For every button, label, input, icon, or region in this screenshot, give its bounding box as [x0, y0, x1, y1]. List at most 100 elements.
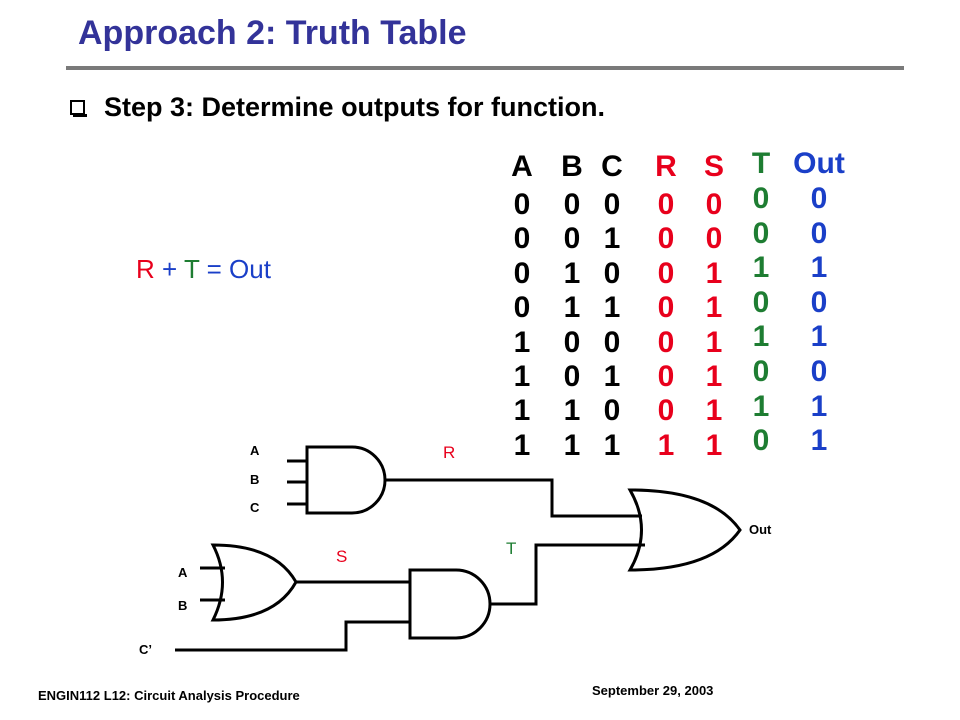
table-cell: 1 [810, 320, 828, 354]
out-label: Out [749, 522, 772, 537]
table-cell: 1 [810, 251, 828, 285]
table-cell: 0 [513, 291, 531, 325]
and-gate-2 [408, 568, 492, 640]
title-underline [66, 66, 904, 70]
and1-label-b: B [250, 472, 259, 487]
t-wire [490, 543, 645, 606]
footer-date: September 29, 2003 [592, 683, 714, 698]
equation-plus: + [154, 254, 184, 284]
bullet-text: Step 3: Determine outputs for function. [104, 92, 606, 122]
table-cell: 0 [563, 325, 581, 359]
table-cell: 0 [657, 359, 675, 393]
table-header-c: C [601, 150, 623, 183]
table-cell: 1 [513, 359, 531, 393]
r-label: R [443, 443, 455, 462]
table-cell: 1 [752, 320, 770, 354]
slide-title: Approach 2: Truth Table [78, 14, 467, 52]
table-header-a: A [511, 150, 533, 183]
or-gate-2 [627, 488, 742, 572]
table-cell: 1 [705, 359, 723, 393]
table-cell: 0 [563, 222, 581, 256]
table-cell: 0 [563, 188, 581, 221]
c-prime-wire [175, 620, 410, 652]
table-header-out: Out [793, 147, 845, 180]
r-wire [385, 478, 642, 518]
table-cell: 0 [810, 354, 828, 388]
table-cell: 0 [752, 354, 770, 388]
table-header-t: T [751, 147, 771, 180]
table-cell: 1 [705, 325, 723, 359]
table-cell: 1 [563, 428, 581, 462]
table-cell: 0 [513, 188, 531, 221]
equation: R + T = Out [136, 254, 271, 285]
table-cell: 1 [810, 389, 828, 423]
table-cell: 0 [810, 182, 828, 215]
table-cell: 0 [657, 188, 675, 221]
table-cell: 0 [657, 394, 675, 428]
table-cell: 0 [752, 216, 770, 250]
table-cell: 0 [603, 188, 621, 221]
s-label: S [336, 547, 347, 566]
table-cell: 1 [513, 428, 531, 462]
table-cell: 1 [513, 394, 531, 428]
or1-label-a: A [178, 565, 188, 580]
equation-out: Out [229, 254, 271, 284]
table-cell: 1 [810, 424, 828, 458]
table-cell: 1 [513, 325, 531, 359]
equation-r: R [136, 254, 155, 284]
table-cell: 0 [752, 424, 770, 458]
table-cell: 1 [705, 394, 723, 428]
table-cell: 1 [752, 251, 770, 285]
table-header-r: R [655, 150, 677, 183]
and-gate-1 [305, 445, 387, 515]
table-cell: 1 [705, 291, 723, 325]
table-cell: 0 [810, 285, 828, 319]
and1-label-c: C [250, 500, 260, 515]
equation-equals: = [199, 254, 230, 284]
table-cell: 1 [563, 256, 581, 290]
table-cell: 1 [603, 359, 621, 393]
table-cell: 0 [810, 216, 828, 250]
footer-course: ENGIN112 L12: Circuit Analysis Procedure [38, 688, 300, 703]
table-cell: 1 [603, 428, 621, 462]
table-cell: 0 [705, 188, 723, 221]
table-cell: 1 [705, 428, 723, 462]
table-cell: 1 [705, 256, 723, 290]
table-cell: 0 [513, 256, 531, 290]
table-cell: 0 [657, 291, 675, 325]
table-cell: 0 [563, 359, 581, 393]
table-cell: 0 [657, 222, 675, 256]
table-cell: 0 [603, 256, 621, 290]
table-cell: 0 [752, 285, 770, 319]
table-cell: 1 [752, 389, 770, 423]
table-cell: 0 [603, 394, 621, 428]
and1-label-a: A [250, 443, 260, 458]
table-cell: 0 [513, 222, 531, 256]
bullet-checkbox-icon [70, 100, 87, 117]
table-cell: 1 [603, 222, 621, 256]
table-cell: 0 [657, 325, 675, 359]
table-cell: 1 [563, 291, 581, 325]
table-cell: 1 [603, 291, 621, 325]
table-cell: 1 [657, 428, 675, 462]
or1-label-b: B [178, 598, 187, 613]
table-header-b: B [561, 150, 583, 183]
table-cell: 0 [752, 182, 770, 215]
table-cell: 0 [705, 222, 723, 256]
table-header-s: S [703, 150, 724, 183]
equation-t: T [183, 254, 200, 284]
t-label: T [506, 539, 516, 558]
table-cell: 0 [657, 256, 675, 290]
or-gate-1 [210, 543, 298, 622]
table-cell: 1 [563, 394, 581, 428]
c-prime-label: C’ [139, 642, 152, 657]
table-cell: 0 [603, 325, 621, 359]
